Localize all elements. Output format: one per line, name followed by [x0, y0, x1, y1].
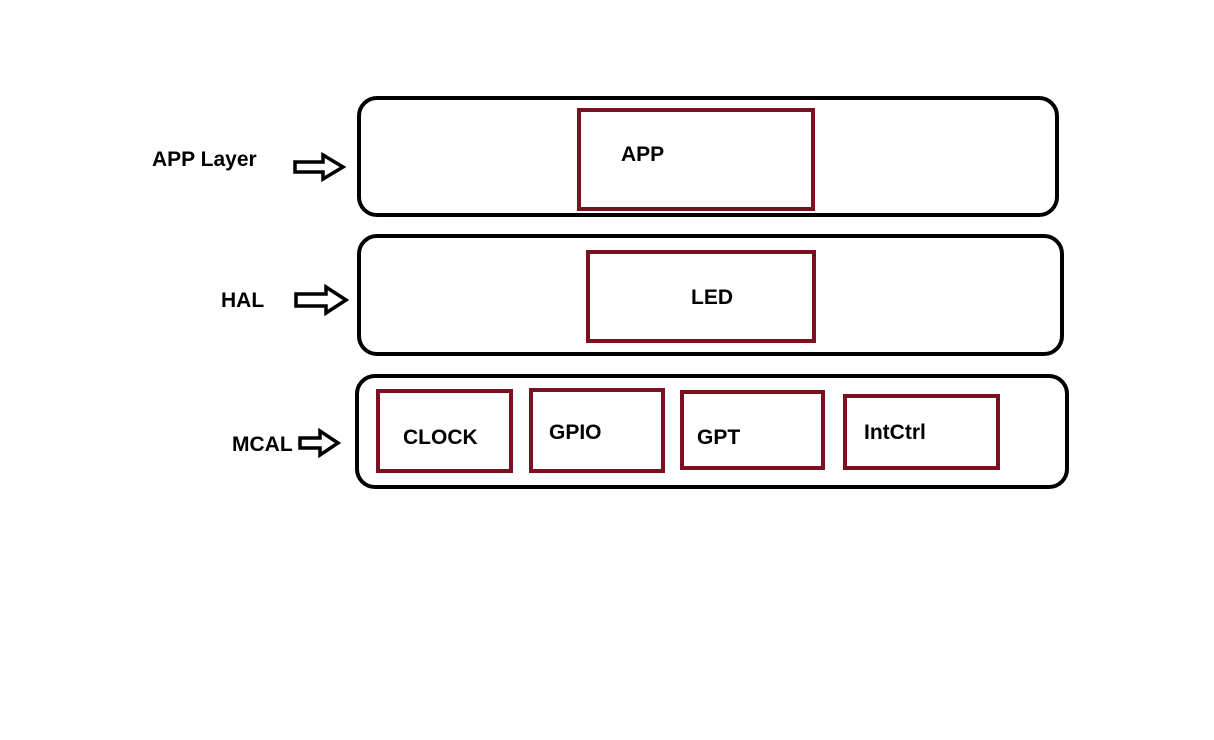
module-label-led: LED — [691, 286, 733, 309]
module-label-clock: CLOCK — [403, 426, 478, 449]
layer-label-mcal: MCAL — [232, 433, 293, 456]
module-label-intctrl: IntCtrl — [864, 421, 926, 444]
module-led — [586, 250, 816, 343]
right-arrow-icon — [294, 283, 350, 317]
right-arrow-icon — [293, 151, 347, 183]
layer-label-app: APP Layer — [152, 148, 257, 171]
module-gpio — [529, 388, 665, 473]
module-app — [577, 108, 815, 211]
module-intctrl — [843, 394, 1000, 470]
layer-label-hal: HAL — [221, 289, 265, 312]
right-arrow-icon — [298, 427, 342, 459]
module-label-gpt: GPT — [697, 426, 741, 449]
module-gpt — [680, 390, 825, 470]
module-label-app: APP — [621, 143, 665, 166]
module-label-gpio: GPIO — [549, 421, 602, 444]
module-clock — [376, 389, 513, 473]
